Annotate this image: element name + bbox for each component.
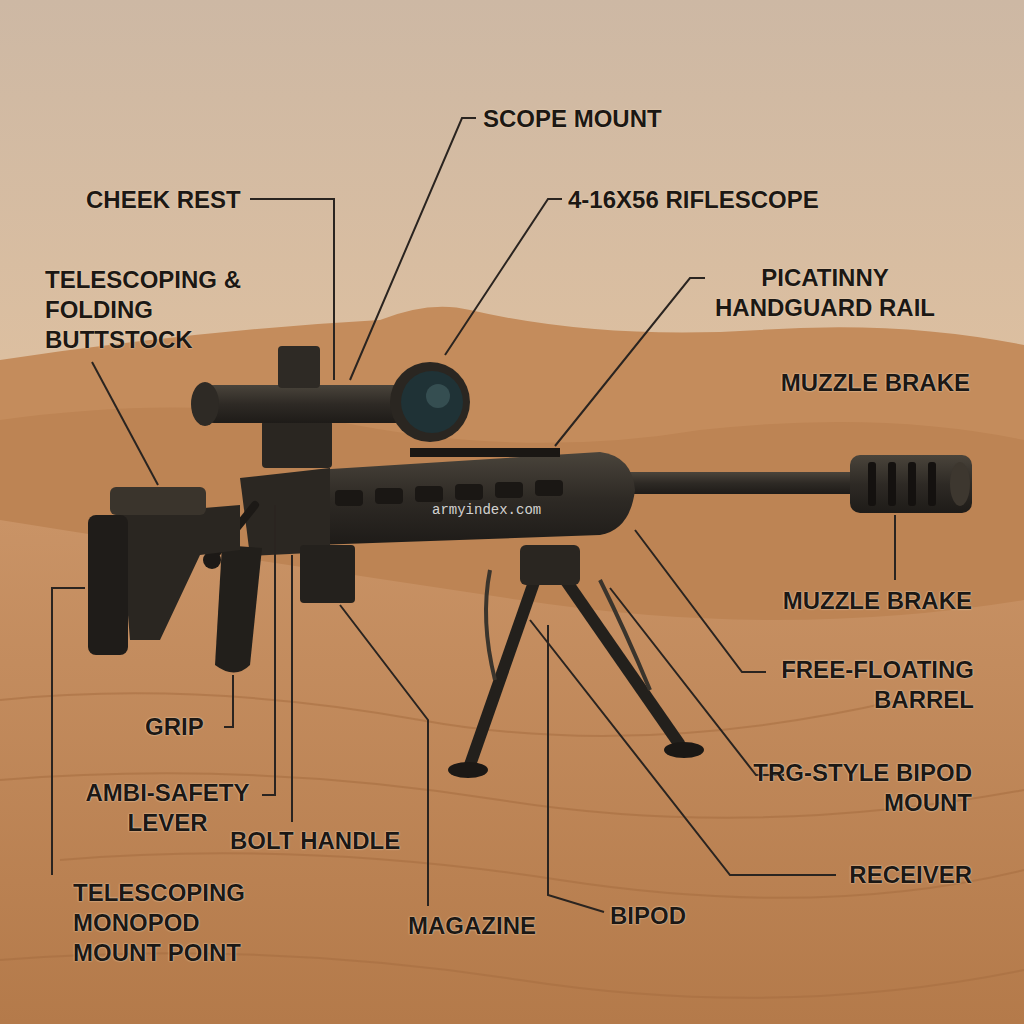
rifle — [88, 346, 972, 778]
part-label: PICATINNY HANDGUARD RAIL — [690, 263, 960, 323]
mid-dunes — [0, 408, 1024, 1024]
part-label: TRG-STYLE BIPOD MOUNT — [752, 758, 972, 818]
part-label: MUZZLE BRAKE — [781, 368, 970, 398]
part-label: BOLT HANDLE — [230, 826, 400, 856]
part-label: FREE-FLOATING BARREL — [734, 655, 974, 715]
far-dunes — [0, 307, 1024, 1024]
part-label: TELESCOPING & FOLDING BUTTSTOCK — [45, 265, 260, 355]
part-label: BIPOD — [610, 901, 686, 931]
part-label: SCOPE MOUNT — [483, 104, 662, 134]
part-label: CHEEK REST — [86, 185, 241, 215]
part-label: GRIP — [145, 712, 204, 742]
part-label: RECEIVER — [849, 860, 972, 890]
part-label: TELESCOPING MONOPOD MOUNT POINT — [73, 878, 288, 968]
leader-lines — [52, 118, 895, 912]
part-label: 4-16X56 RIFLESCOPE — [568, 185, 819, 215]
sand-ripples — [0, 693, 1024, 997]
part-label: MUZZLE BRAKE — [783, 586, 972, 616]
watermark: armyindex.com — [432, 502, 541, 518]
part-label: MAGAZINE — [408, 911, 536, 941]
